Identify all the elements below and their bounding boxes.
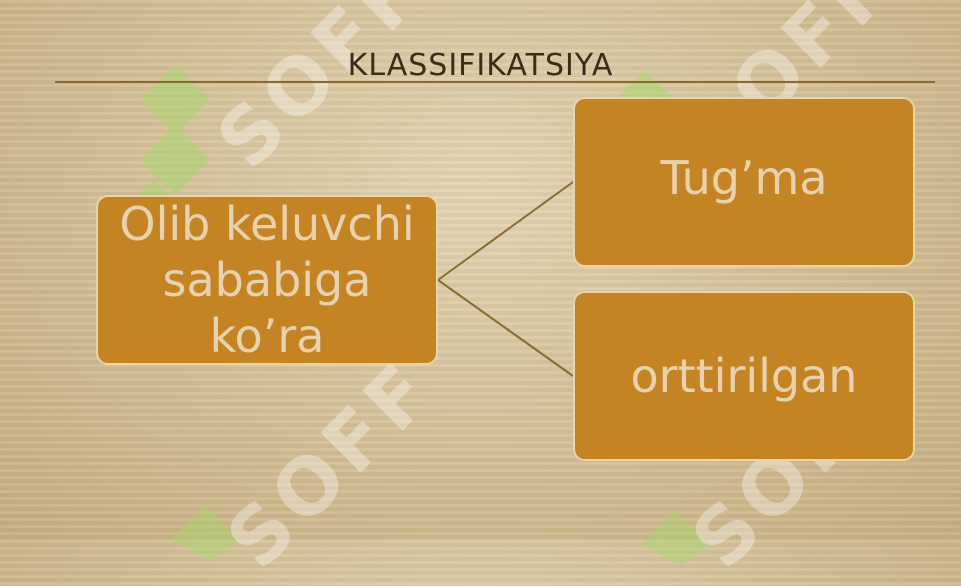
diagram-child-node-1: Tug’ma (573, 97, 915, 267)
diagram-child-node-2: orttirilgan (573, 291, 915, 461)
title-divider (55, 81, 935, 83)
slide-title: KLASSIFIKATSIYA (347, 48, 614, 83)
child-node-label-1: Tug’ma (660, 151, 828, 205)
connector-line-top (437, 181, 574, 281)
child-node-label-2: orttirilgan (630, 349, 858, 403)
connector-line-bottom (437, 279, 574, 377)
diagram-root-node: Olib keluvchi sababiga ko’ra (96, 195, 438, 365)
root-node-label: Olib keluvchi sababiga ko’ra (119, 197, 415, 363)
diagram-connectors (437, 181, 574, 377)
